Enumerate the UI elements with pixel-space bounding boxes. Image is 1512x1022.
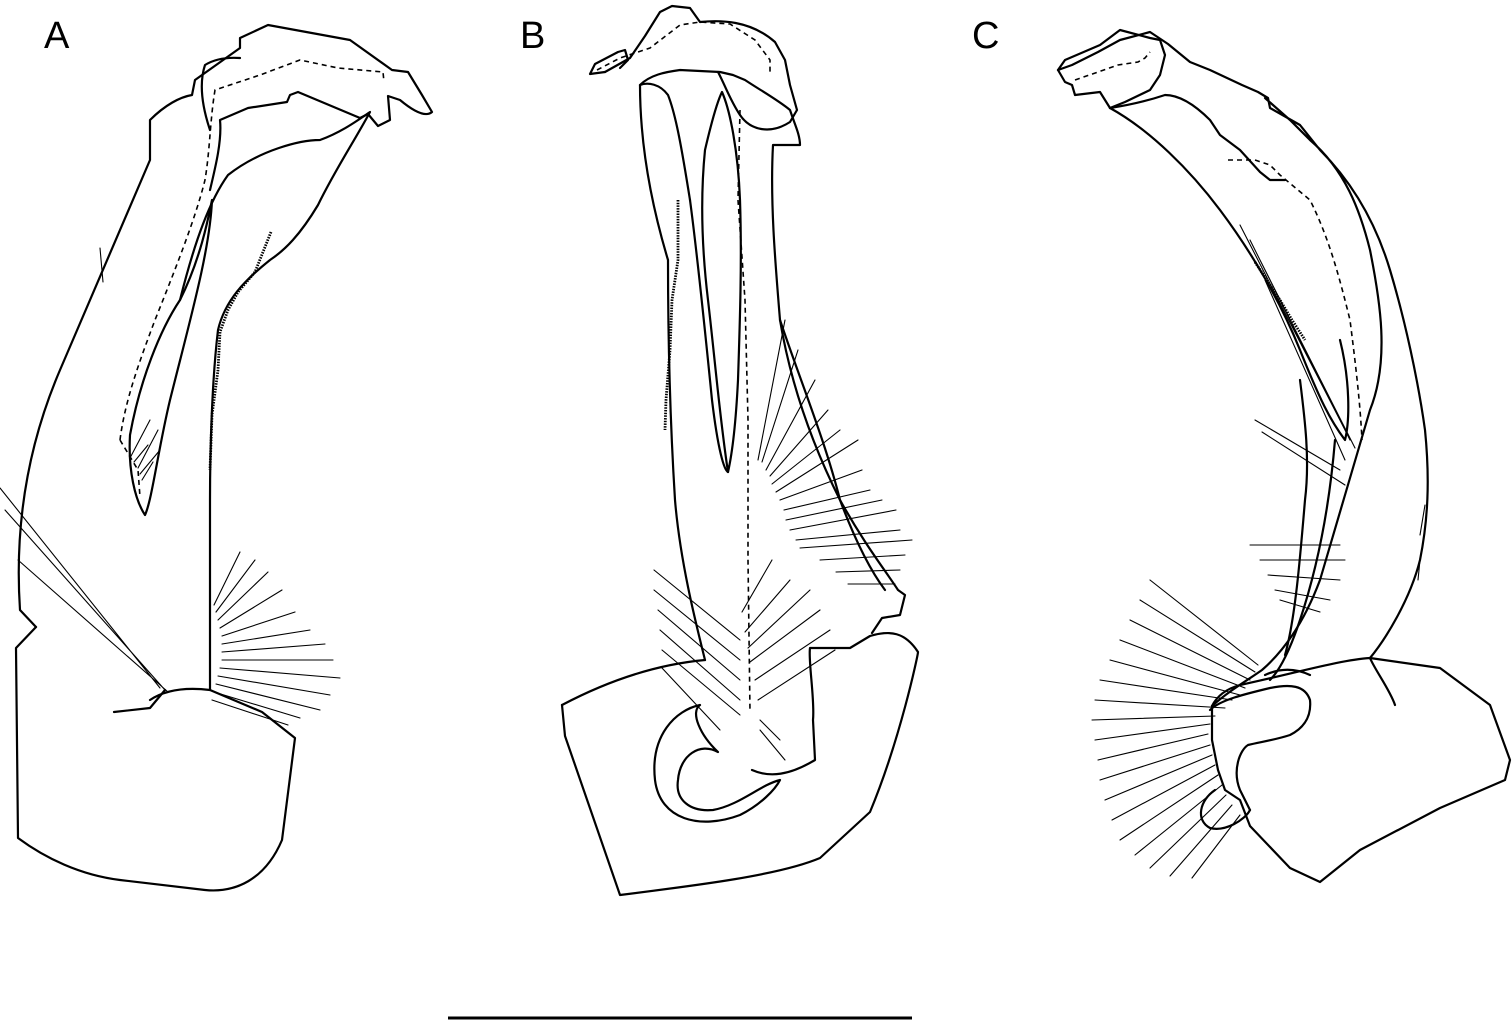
panel-c-basal-inner [1208, 684, 1312, 812]
panel-a-basal-plate [14, 625, 297, 892]
panel-b-basal-plate [560, 632, 920, 897]
panel-c-head-ridge [1108, 93, 1287, 182]
panel-a-inner-ridge [200, 56, 242, 132]
panel-c-head [1056, 28, 1167, 110]
panel-a-stem-outline [17, 23, 434, 629]
panel-b-basal-left-edge [560, 658, 707, 707]
panel-b-midline-dashed [737, 109, 751, 713]
panel-a-drawing [0, 23, 434, 892]
panel-a-basal-notch [112, 688, 167, 714]
panel-c-inner-blade [1108, 106, 1350, 442]
panel-c-inner-line-2 [1268, 438, 1337, 682]
panel-c-dashed-outline [1074, 51, 1363, 441]
panel-c-inner-line [1283, 378, 1309, 657]
panel-b-setae [653, 319, 913, 761]
panel-b-cap [603, 4, 799, 131]
panel-b-serrated-margin [663, 200, 680, 431]
panel-c-drawing [1056, 28, 1512, 884]
panel-a-dashed-outline [119, 59, 385, 498]
panel-b-cap-tip [588, 48, 630, 76]
panel-c-setae [1091, 224, 1426, 879]
panel-a-inner-finger [128, 198, 214, 517]
panel-c-basal-fold [1263, 656, 1397, 707]
panel-b-inner-line [688, 198, 730, 474]
panel-c-serrated-margin [1253, 261, 1307, 341]
panel-c-basal-hook [1199, 788, 1252, 830]
panel-a-serrated-margin [208, 231, 273, 471]
panel-b-label: B [520, 15, 546, 57]
panel-b-inner-finger [701, 90, 742, 474]
panel-c-stem-outline [1056, 30, 1429, 708]
panel-b-cap-dashed [596, 21, 771, 72]
panel-b-left-ridge [638, 82, 692, 202]
panel-b-drawing [560, 4, 920, 897]
panel-a-setae [0, 247, 341, 726]
panel-c-label: C [972, 15, 1000, 57]
panel-b-right-seam [778, 318, 887, 592]
panel-a-inner-blade [178, 110, 372, 692]
panel-a-label: A [44, 15, 70, 57]
panel-b-hook-loop [653, 703, 782, 823]
